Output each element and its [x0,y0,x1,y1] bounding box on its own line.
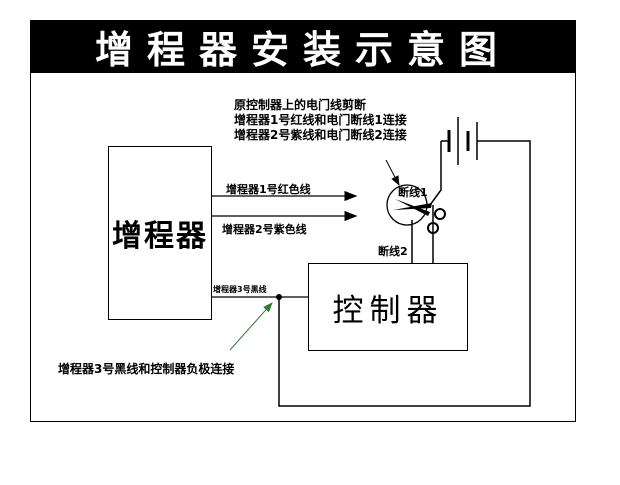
purple-wire-label: 增程器2号紫色线 [222,223,307,236]
cut-pointer-arrow [385,159,400,186]
battery-icon [441,117,487,165]
black-wire-label: 增程器3号黑线 [213,285,267,294]
bottom-note: 增程器3号黑线和控制器负极连接 [58,362,235,376]
switch-supply-wire [429,141,442,206]
top-note-line: 增程器2号紫线和电门断线2连接 [234,128,407,142]
scissors-icon [393,199,446,234]
break1-label: 断线1 [398,186,428,199]
break2-label: 断线2 [378,245,408,258]
controller-label: 控制器 [332,292,444,329]
top-note: 原控制器上的电门线剪断 增程器1号红线和电门断线1连接 增程器2号紫线和电门断线… [234,98,407,143]
top-note-line: 增程器1号红线和电门断线1连接 [234,113,407,127]
controller-box: 控制器 [308,263,468,351]
red-wire-label: 增程器1号红色线 [226,183,311,196]
diagram-title: 增程器安装示意图 [94,28,511,72]
top-note-line: 原控制器上的电门线剪断 [234,98,367,112]
negative-pointer-arrow [229,302,273,351]
range-extender-box: 增程器 [108,146,212,320]
range-extender-label: 增程器 [112,219,208,254]
negative-loop-wire [278,140,531,407]
title-bar: 增程器安装示意图 [30,20,576,73]
